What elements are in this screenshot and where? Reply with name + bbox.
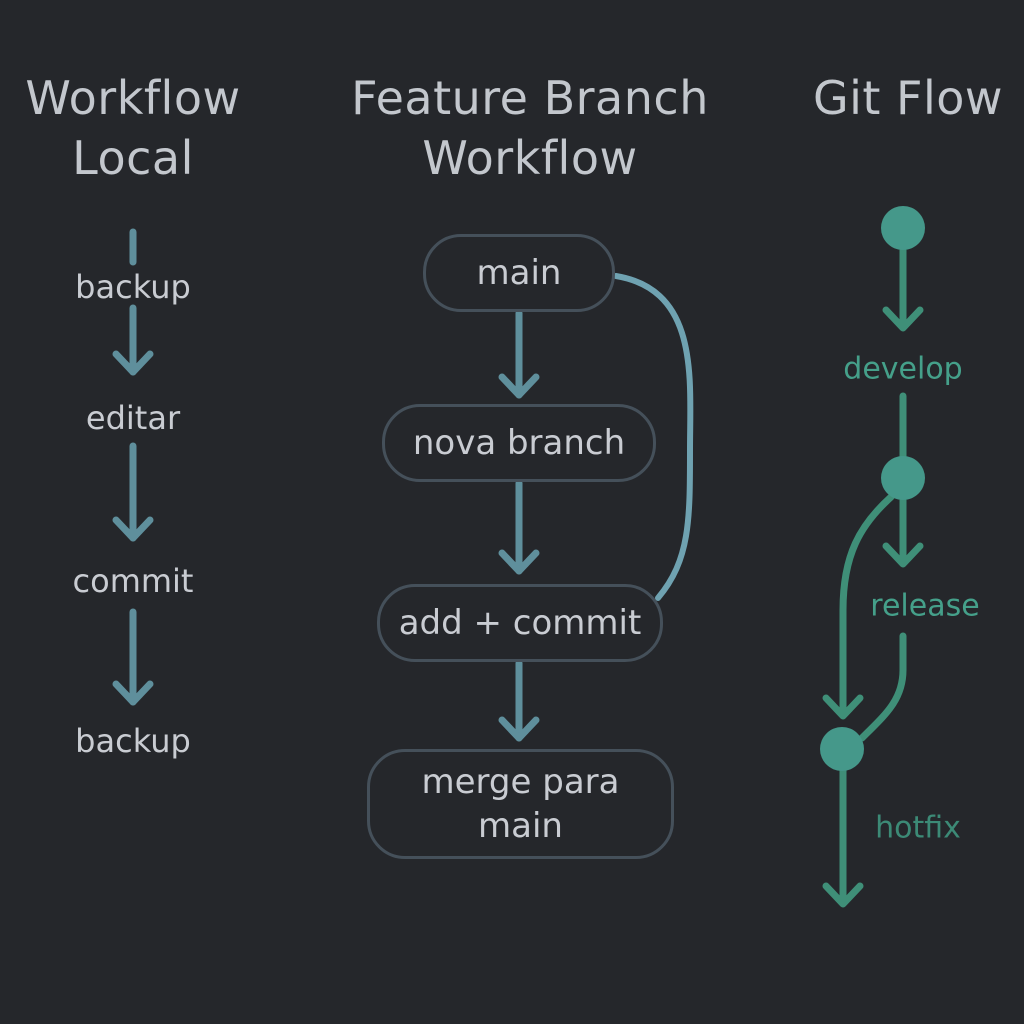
local-step-backup-end: backup [75, 722, 191, 760]
feature-node-label: nova branch [412, 423, 626, 463]
gitflow-arrow-hotfix [822, 766, 864, 908]
title-line-2: Local [72, 131, 194, 185]
gitflow-arrow-release [882, 496, 924, 568]
gitflow-label-hotfix: hotfix [875, 810, 961, 846]
title-line-2: Workflow [422, 131, 638, 185]
feature-node-merge-main: merge para main [367, 749, 674, 859]
feature-arrow-2 [498, 479, 540, 575]
feature-arrow-1 [498, 309, 540, 399]
feature-node-label: add + commit [398, 603, 642, 643]
title-line-1: Feature Branch [351, 71, 709, 125]
gitflow-branch-left [839, 493, 895, 718]
gitflow-arrow-develop [882, 246, 924, 332]
gitflow-label-develop: develop [843, 351, 963, 387]
gitflow-release-merge [858, 632, 907, 742]
local-step-commit: commit [72, 562, 194, 600]
gitflow-node-3 [820, 727, 864, 771]
feature-node-main: main [423, 234, 615, 312]
title-line-1: Workflow [25, 71, 241, 125]
feature-node-label: main [476, 253, 562, 293]
gitflow-label-release: release [870, 588, 980, 624]
feature-node-nova-branch: nova branch [382, 404, 656, 482]
local-step-editar: editar [85, 399, 181, 437]
gitflow-node-1 [881, 206, 925, 250]
feature-node-label: merge para main [421, 762, 620, 846]
title-git-flow: Git Flow [796, 68, 1020, 128]
local-arrow-1 [112, 304, 154, 376]
title-workflow-local: Workflow Local [0, 68, 266, 188]
local-arrow-3 [112, 608, 154, 706]
gitflow-node-2 [881, 456, 925, 500]
feature-node-add-commit: add + commit [377, 584, 663, 662]
local-step-backup-start: backup [75, 268, 191, 306]
title-line-1: Git Flow [812, 71, 1004, 125]
gitflow-arrow-left-head [822, 694, 864, 720]
local-arrow-2 [112, 442, 154, 542]
feature-arrow-3 [498, 659, 540, 742]
feature-loop-connector [613, 273, 694, 601]
title-feature-branch: Feature Branch Workflow [320, 68, 740, 188]
